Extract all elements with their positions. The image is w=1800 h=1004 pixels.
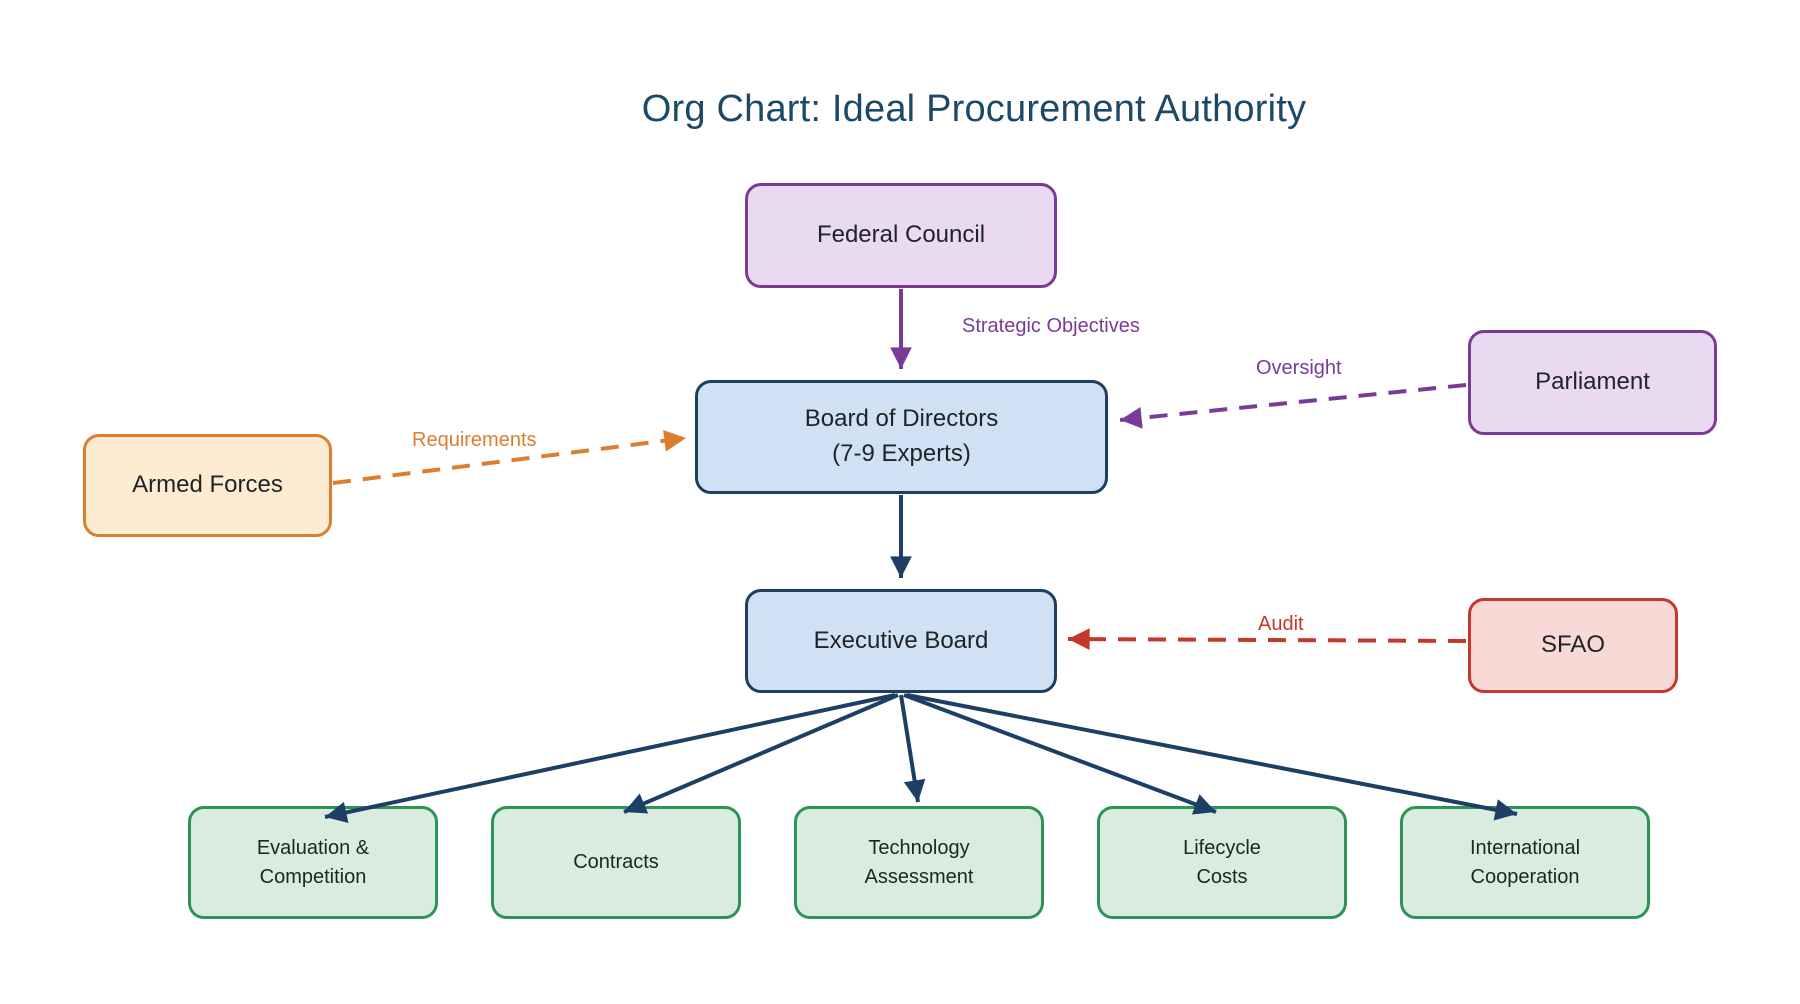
edge-oversight: Oversight xyxy=(1119,357,1467,429)
node-dept-technology-assessment: Technology Assessment xyxy=(794,806,1044,919)
node-label-line1: Board of Directors xyxy=(804,405,999,433)
node-parliament: Parliament xyxy=(1468,330,1717,435)
node-executive-board: Executive Board xyxy=(745,589,1057,693)
node-label-line1: International xyxy=(1469,836,1581,859)
node-sfao: SFAO xyxy=(1468,598,1678,693)
edge-label-strategic-objectives: Strategic Objectives xyxy=(962,315,1140,337)
edge-executive-to-contracts xyxy=(623,693,899,814)
edge-executive-to-international xyxy=(906,693,1518,821)
node-dept-international-cooperation: International Cooperation xyxy=(1400,806,1650,919)
node-label-line2: Costs xyxy=(1196,865,1248,888)
node-label-line2: Competition xyxy=(259,865,367,888)
node-dept-evaluation-competition: Evaluation & Competition xyxy=(188,806,438,919)
node-label-line2: (7-9 Experts) xyxy=(832,440,971,467)
node-label: Contracts xyxy=(573,851,659,873)
node-label-line1: Technology xyxy=(868,836,970,859)
node-armed-forces: Armed Forces xyxy=(83,434,332,537)
node-federal-council: Federal Council xyxy=(745,183,1057,288)
node-label-line1: Lifecycle xyxy=(1183,836,1261,859)
node-label-line2: Cooperation xyxy=(1470,865,1580,888)
node-label-line2: Assessment xyxy=(864,865,974,888)
edge-label-audit: Audit xyxy=(1258,613,1304,635)
node-board-of-directors: Board of Directors (7-9 Experts) xyxy=(695,380,1108,494)
edge-audit: Audit xyxy=(1067,613,1467,650)
edge-executive-to-lifecycle xyxy=(903,693,1217,815)
edge-executive-to-technology xyxy=(899,694,926,803)
edge-requirements: Requirements xyxy=(332,429,687,485)
node-label: SFAO xyxy=(1540,631,1606,659)
chart-title: Org Chart: Ideal Procurement Authority xyxy=(641,88,1307,130)
edge-strategic-objectives: Strategic Objectives xyxy=(890,289,1140,369)
node-label: Parliament xyxy=(1535,368,1650,396)
node-label: Armed Forces xyxy=(132,471,283,499)
edge-executive-to-evaluation xyxy=(324,693,896,824)
node-label: Federal Council xyxy=(816,221,986,249)
node-dept-contracts: Contracts xyxy=(491,806,741,919)
node-label: Executive Board xyxy=(813,626,989,654)
node-label-line1: Evaluation & xyxy=(256,836,370,859)
edge-label-oversight: Oversight xyxy=(1256,357,1342,379)
edge-label-requirements: Requirements xyxy=(412,429,537,451)
node-dept-lifecycle-costs: Lifecycle Costs xyxy=(1097,806,1347,919)
